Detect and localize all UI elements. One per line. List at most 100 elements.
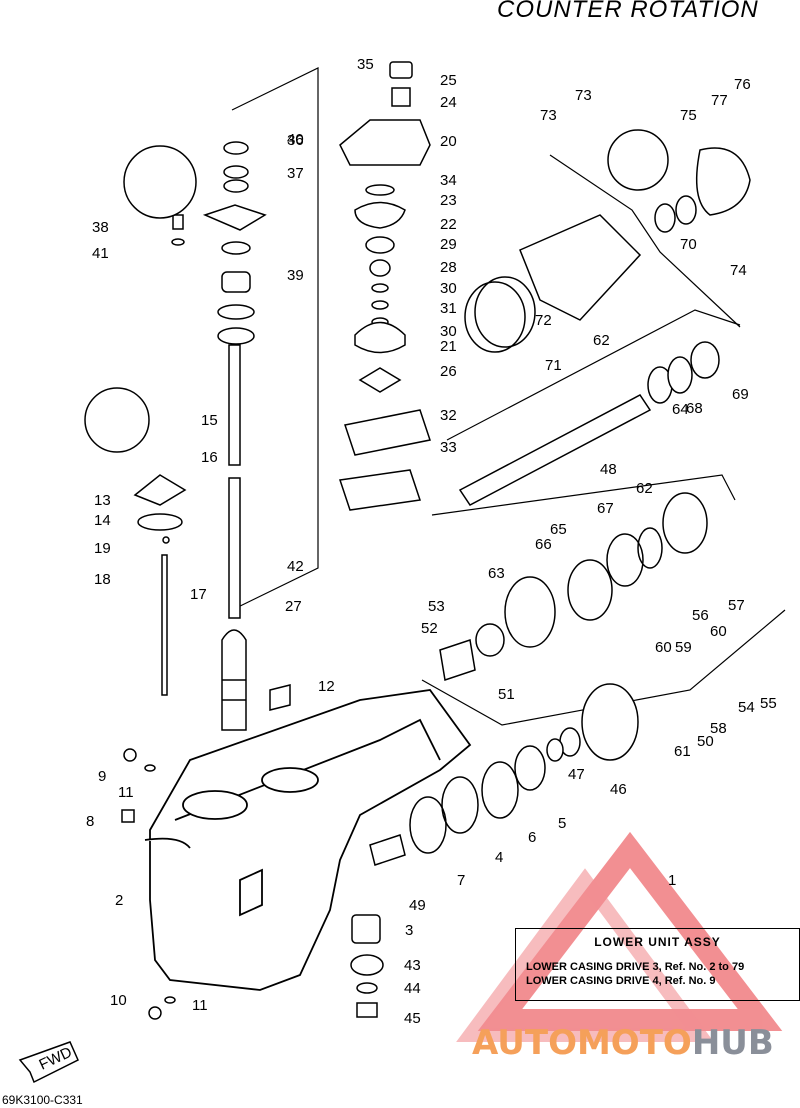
- callout-label: 30: [440, 280, 457, 297]
- callout-label: 66: [535, 536, 552, 553]
- callout-label: 10: [110, 992, 127, 1009]
- callout-label: 11: [192, 997, 208, 1014]
- callout-label: 41: [92, 245, 109, 262]
- callout-label: 9: [98, 768, 106, 785]
- fwd-arrow-icon: [18, 1041, 79, 1084]
- callout-label: 14: [94, 512, 111, 529]
- callout-label: 71: [545, 357, 562, 374]
- callout-label: 3: [405, 922, 413, 939]
- legend-box: LOWER UNIT ASSY LOWER CASING DRIVE 3, Re…: [515, 928, 800, 1001]
- inset-detail-circles: [84, 129, 669, 453]
- callout-label: 62: [593, 332, 610, 349]
- callout-label: 59: [675, 639, 692, 656]
- callout-label: 58: [710, 720, 727, 737]
- callout-label: 40: [287, 131, 304, 148]
- watermark-text: AUTOMOTOHUB: [472, 1023, 774, 1063]
- callout-label: 51: [498, 686, 515, 703]
- callout-label: 16: [201, 449, 218, 466]
- callout-label: 68: [686, 400, 703, 417]
- callout-label: 53: [428, 598, 445, 615]
- callout-label: 29: [440, 236, 457, 253]
- callout-label: 7: [457, 872, 465, 889]
- callout-label: 2: [115, 892, 123, 909]
- callout-label: 60: [655, 639, 672, 656]
- water-pump-parts: [339, 61, 431, 511]
- callout-label: 37: [287, 165, 304, 182]
- callout-label: 39: [287, 267, 304, 284]
- callout-label: 50: [697, 733, 714, 750]
- watermark-part2: HUB: [691, 1023, 774, 1063]
- callout-label: 15: [201, 412, 218, 429]
- callout-label: 19: [94, 540, 111, 557]
- callout-label: 17: [190, 586, 207, 603]
- page-title: COUNTER ROTATION: [497, 0, 759, 23]
- callout-label: 38: [92, 219, 109, 236]
- callout-label: 69: [732, 386, 749, 403]
- callout-label: 52: [421, 620, 438, 637]
- callout-label: 48: [600, 461, 617, 478]
- callout-label: 67: [597, 500, 614, 517]
- callout-label: 43: [404, 957, 421, 974]
- watermark-triangle: [456, 831, 783, 1042]
- callout-label: 47: [568, 766, 585, 783]
- shift-rod: [133, 474, 187, 696]
- callout-label: 1: [668, 872, 676, 889]
- callout-label: 63: [488, 565, 505, 582]
- callout-label: 75: [680, 107, 697, 124]
- callout-label: 42: [287, 558, 304, 575]
- callout-label: 61: [674, 743, 691, 760]
- callout-label: 4: [495, 849, 503, 866]
- callout-label: 45: [404, 1010, 421, 1027]
- callout-label: 23: [440, 192, 457, 209]
- watermark-part1: AUTOMOTO: [472, 1023, 692, 1063]
- callout-label: 74: [730, 262, 747, 279]
- callout-label: 22: [440, 216, 457, 233]
- callout-label: 46: [610, 781, 627, 798]
- callout-label: 33: [440, 439, 457, 456]
- callout-label: 13: [94, 492, 111, 509]
- callout-label: 31: [440, 300, 457, 317]
- shaft-seal-parts: [171, 141, 267, 345]
- callout-label: 20: [440, 133, 457, 150]
- callout-label: 27: [285, 598, 302, 615]
- callout-label: 12: [318, 678, 335, 695]
- callout-label: 36: [287, 132, 304, 149]
- gear-assembly: [121, 147, 751, 1020]
- callout-label: 8: [86, 813, 94, 830]
- callout-label: 44: [404, 980, 421, 997]
- callout-label: 5: [558, 815, 566, 832]
- legend-line-1: LOWER CASING DRIVE 3, Ref. No. 2 to 79: [526, 961, 745, 973]
- diagram-code: 69K3100-C331: [2, 1093, 83, 1107]
- callout-label: 18: [94, 571, 111, 588]
- callout-label: 32: [440, 407, 457, 424]
- legend-line-2: LOWER CASING DRIVE 4, Ref. No. 9: [526, 975, 716, 987]
- callout-label: 72: [535, 312, 552, 329]
- callout-label: 76: [734, 76, 751, 93]
- callout-label: 57: [728, 597, 745, 614]
- callout-label: 56: [692, 607, 709, 624]
- callout-label: 34: [440, 172, 457, 189]
- callout-label: 77: [711, 92, 728, 109]
- callout-label: 35: [357, 56, 374, 73]
- callout-label: 60: [710, 623, 727, 640]
- callout-label: 73: [575, 87, 592, 104]
- callout-label: 11: [118, 784, 134, 801]
- callout-label: 64: [672, 401, 689, 418]
- callout-label: 21: [440, 338, 457, 355]
- lower-casing: [144, 689, 472, 991]
- drive-shaft: [221, 344, 247, 731]
- legend-title: LOWER UNIT ASSY: [594, 935, 721, 949]
- bracket-lines: [231, 67, 786, 726]
- callout-label: 28: [440, 259, 457, 276]
- callout-label: 55: [760, 695, 777, 712]
- callout-label: 62: [636, 480, 653, 497]
- callout-label: 73: [540, 107, 557, 124]
- callout-label: 30: [440, 323, 457, 340]
- callout-label: 54: [738, 699, 755, 716]
- callout-label: 70: [680, 236, 697, 253]
- callout-label: 26: [440, 363, 457, 380]
- callout-label: 49: [409, 897, 426, 914]
- callout-label: 65: [550, 521, 567, 538]
- callout-label: 6: [528, 829, 536, 846]
